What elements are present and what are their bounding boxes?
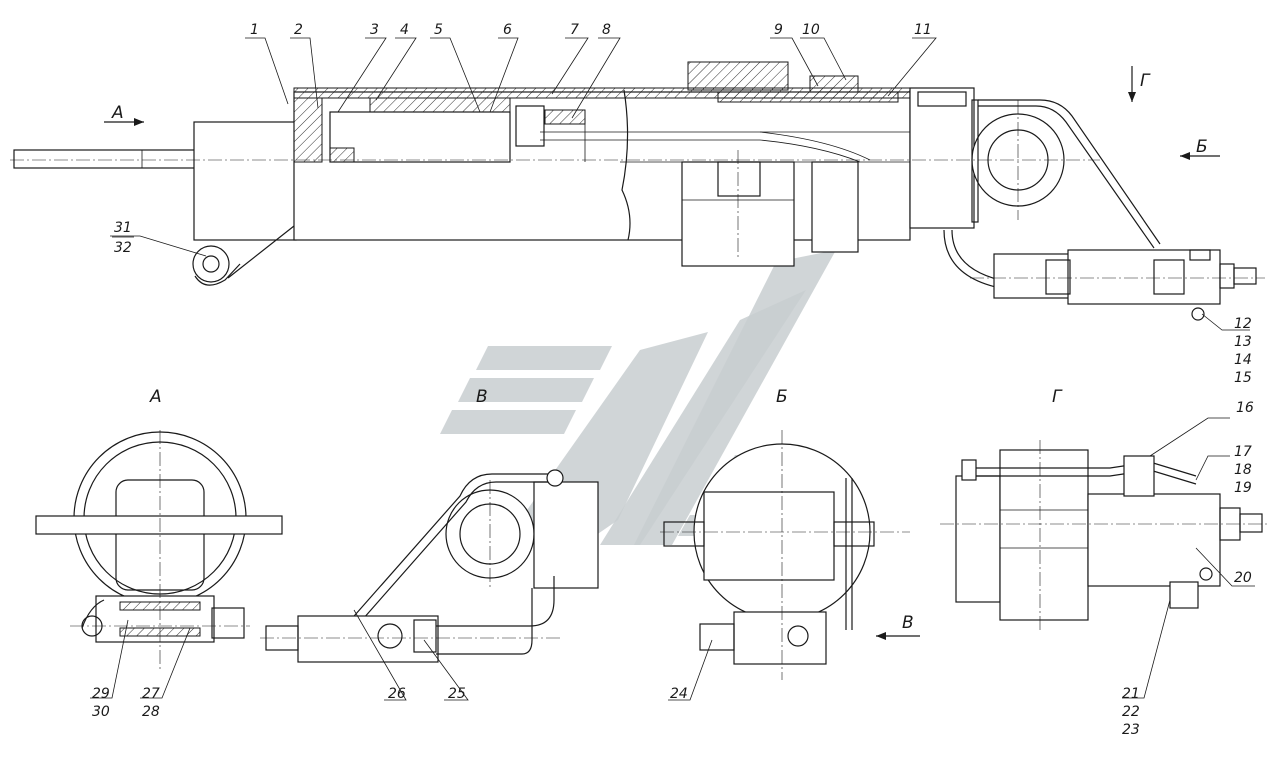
view-arrow-a-label: А <box>111 103 124 123</box>
view-arrow-v: В <box>876 613 920 640</box>
mount-clamp <box>687 61 789 91</box>
callout-11: 11 <box>914 22 932 38</box>
cylinder-body <box>293 91 911 241</box>
callout-23: 23 <box>1122 722 1140 738</box>
view-b-title: Б <box>776 387 788 407</box>
rod-eye <box>192 245 230 283</box>
callouts-v: 25 26 <box>388 686 466 702</box>
callout-10: 10 <box>802 22 820 38</box>
view-a: А <box>35 387 283 670</box>
view-v-title: В <box>476 387 488 407</box>
callout-32: 32 <box>114 240 132 256</box>
callout-20: 20 <box>1234 570 1252 586</box>
callout-6: 6 <box>503 22 512 38</box>
view-a-rod <box>35 515 283 535</box>
view-arrow-b-label: Б <box>1196 137 1208 157</box>
callout-26: 26 <box>388 686 406 702</box>
callout-13: 13 <box>1234 334 1252 350</box>
callout-31: 31 <box>114 220 132 236</box>
view-g: Г <box>940 387 1270 630</box>
callout-1: 1 <box>250 22 259 38</box>
view-arrow-v-label: В <box>902 613 914 633</box>
callout-24: 24 <box>670 686 688 702</box>
callout-5: 5 <box>434 22 443 38</box>
leader-lines <box>90 37 1255 701</box>
view-g-title: Г <box>1052 387 1063 407</box>
callouts-left: 31 32 <box>112 220 134 256</box>
view-arrow-g: Г <box>1128 66 1151 102</box>
callout-9: 9 <box>774 22 783 38</box>
callout-21: 21 <box>1122 686 1140 702</box>
callouts-right: 12 13 14 15 <box>1234 316 1252 386</box>
callout-4: 4 <box>400 22 409 38</box>
callout-30: 30 <box>92 704 110 720</box>
callout-18: 18 <box>1234 462 1252 478</box>
callout-28: 28 <box>142 704 160 720</box>
callouts-b: 24 <box>670 686 688 702</box>
view-a-title: А <box>149 387 162 407</box>
view-arrow-b: Б <box>1180 137 1220 160</box>
view-b: Б <box>660 387 910 680</box>
callout-3: 3 <box>370 22 379 38</box>
view-arrow-g-label: Г <box>1140 71 1151 91</box>
callouts-g: 16 17 18 19 20 21 22 23 <box>1122 400 1254 738</box>
cylinder-head <box>909 87 975 229</box>
callouts-a: 27 28 29 30 <box>92 686 160 720</box>
callouts-top: 1 2 3 4 5 6 7 8 9 10 11 <box>250 22 932 38</box>
main-view <box>10 61 1265 321</box>
rod-end-block <box>193 121 297 241</box>
callout-8: 8 <box>602 22 611 38</box>
callout-17: 17 <box>1234 444 1252 460</box>
callout-15: 15 <box>1234 370 1252 386</box>
callout-7: 7 <box>570 22 579 38</box>
valve-block <box>993 253 1071 299</box>
callout-16: 16 <box>1236 400 1254 416</box>
view-v: В <box>260 387 599 663</box>
callout-27: 27 <box>142 686 160 702</box>
callout-25: 25 <box>448 686 466 702</box>
callout-14: 14 <box>1234 352 1252 368</box>
view-arrow-a: А <box>104 103 144 126</box>
callout-2: 2 <box>294 22 303 38</box>
callout-29: 29 <box>92 686 110 702</box>
callout-12: 12 <box>1234 316 1252 332</box>
callout-19: 19 <box>1234 480 1252 496</box>
callout-22: 22 <box>1122 704 1140 720</box>
piston-hatch <box>369 97 511 113</box>
